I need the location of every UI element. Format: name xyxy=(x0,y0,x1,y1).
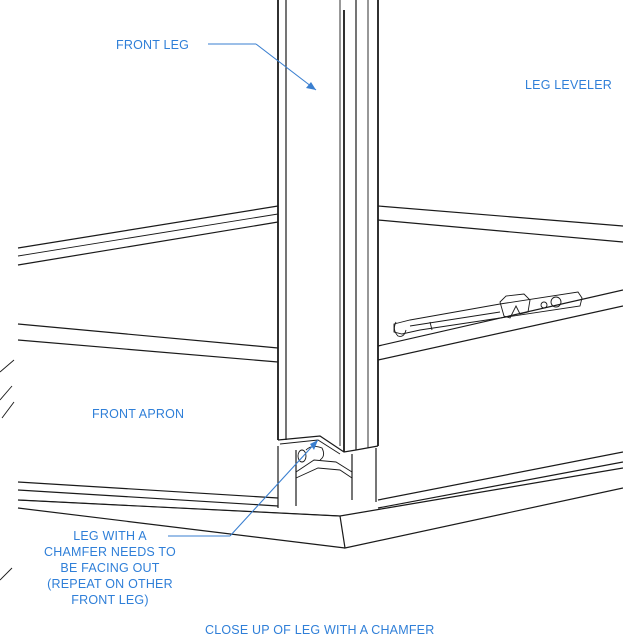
left-upper-rail xyxy=(17,205,279,266)
leg-foot xyxy=(277,445,377,508)
chamfer-leader xyxy=(168,439,319,537)
leg-leveler-part xyxy=(393,291,583,337)
right-base-lines xyxy=(377,451,623,509)
chamfer-note-line4: (REPEAT ON OTHER xyxy=(47,577,173,591)
right-upper-rail xyxy=(377,205,623,243)
front-apron-label: FRONT APRON xyxy=(92,407,185,421)
chamfer-note: LEG WITH A CHAMFER NEEDS TO BE FACING OU… xyxy=(30,528,190,608)
left-base-lines xyxy=(17,481,341,517)
chamfer-note-line2: CHAMFER NEEDS TO xyxy=(44,545,176,559)
front-leg xyxy=(277,0,379,455)
front-leg-label: FRONT LEG xyxy=(116,38,190,52)
chamfer-note-line5: FRONT LEG) xyxy=(71,593,149,607)
chamfer-note-line3: BE FACING OUT xyxy=(60,561,160,575)
chamfer-note-line1: LEG WITH A xyxy=(73,529,147,543)
front-leg-leader xyxy=(208,43,317,91)
left-edge-detail xyxy=(0,359,15,581)
leg-leveler-label: LEG LEVELER xyxy=(525,78,612,92)
figure-caption: CLOSE UP OF LEG WITH A CHAMFER xyxy=(205,623,435,637)
left-lower-rail xyxy=(17,323,279,363)
floor-slab xyxy=(17,467,623,549)
